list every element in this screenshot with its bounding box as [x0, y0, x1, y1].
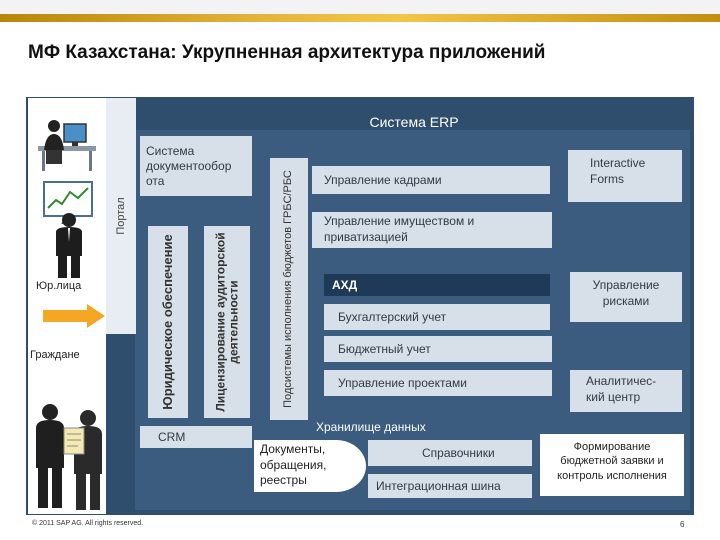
- top-bar: [0, 0, 720, 14]
- hr-label: Управление кадрами: [324, 173, 442, 187]
- documents-label: Документы, обращения, реестры: [260, 442, 327, 488]
- directories-label: Справочники: [422, 446, 495, 460]
- portal-label: Портал: [115, 197, 127, 235]
- citizens-group-icon: [36, 404, 102, 510]
- budget-subsystems-box: Подсистемы исполнения бюджетов ГРБС/РБС: [270, 158, 308, 420]
- documents-box: Документы, обращения, реестры: [254, 440, 366, 492]
- hr-box: Управление кадрами: [312, 166, 550, 194]
- licensing-label: Лицензирование аудиторской деятельности: [213, 232, 240, 412]
- property-label: Управление имуществом и приватизацией: [324, 214, 475, 244]
- legal-entities-label: Юр.лица: [36, 280, 82, 292]
- page-number: 6: [680, 520, 685, 529]
- budget-subsystems-label: Подсистемы исполнения бюджетов ГРБС/РБС: [282, 170, 295, 408]
- projects-box: Управление проектами: [324, 370, 552, 396]
- arrow-icon: [43, 304, 105, 328]
- citizens-label: Граждане: [30, 349, 80, 361]
- interactive-forms-label: Interactive Forms: [590, 156, 646, 186]
- erp-label: Система ERP: [369, 114, 459, 130]
- copyright: © 2011 SAP AG. All rights reserved.: [32, 520, 144, 527]
- accounting-label: Бухгалтерский учет: [338, 310, 447, 324]
- accounting-box: Бухгалтерский учет: [324, 304, 550, 330]
- risk-box: Управление рисками: [570, 272, 682, 322]
- budget-accounting-box: Бюджетный учет: [324, 336, 552, 362]
- portal-strip: [106, 98, 136, 334]
- budget-forming-box: Формирование бюджетной заявки и контроль…: [540, 434, 684, 496]
- budget-accounting-label: Бюджетный учет: [338, 342, 431, 356]
- page-title: МФ Казахстана: Укрупненная архитектура п…: [28, 42, 546, 63]
- analytics-box: Аналитичес-кий центр: [570, 370, 682, 412]
- businessman-icon: [56, 213, 82, 278]
- doc-system-label: Система документообор ота: [146, 144, 232, 188]
- crm-label: CRM: [158, 430, 186, 444]
- legal-support-box: Юридическое обеспечение: [148, 226, 188, 418]
- data-warehouse-label: Хранилище данных: [316, 420, 426, 434]
- interactive-forms-box: Interactive Forms: [568, 150, 682, 202]
- property-box: Управление имуществом и приватизацией: [312, 212, 552, 248]
- projects-label: Управление проектами: [338, 376, 467, 390]
- legal-support-label: Юридическое обеспечение: [160, 234, 176, 410]
- portal-label-box: Портал: [106, 98, 136, 334]
- ahd-label: АХД: [332, 278, 358, 292]
- integration-bus-label: Интеграционная шина: [376, 479, 501, 493]
- analytics-label: Аналитичес-кий центр: [586, 374, 657, 404]
- crm-box: CRM: [140, 426, 252, 448]
- licensing-box: Лицензирование аудиторской деятельности: [204, 226, 250, 418]
- risk-label: Управление рисками: [592, 278, 660, 308]
- ahd-box: АХД: [324, 274, 550, 296]
- doc-system-box: Система документообор ота: [140, 136, 252, 196]
- gold-stripe: [0, 14, 720, 22]
- workstation-icon: [38, 120, 96, 171]
- budget-forming-label: Формирование бюджетной заявки и контроль…: [557, 441, 667, 482]
- integration-bus-box: Интеграционная шина: [368, 474, 532, 498]
- directories-box: Справочники: [368, 440, 532, 466]
